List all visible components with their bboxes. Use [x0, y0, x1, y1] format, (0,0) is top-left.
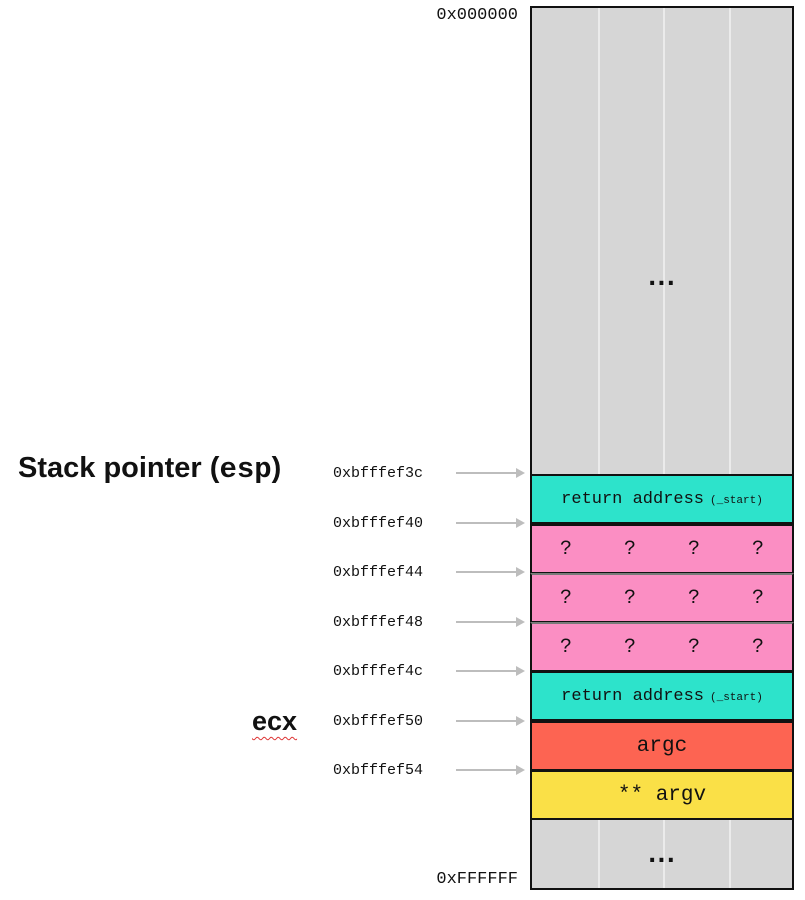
unused-region-ellipsis: ... [647, 843, 677, 868]
pointer-arrow [456, 666, 525, 676]
pointer-arrow [456, 716, 525, 726]
esp-label: Stack pointer (esp) [18, 452, 281, 486]
pointer-arrow [456, 468, 525, 478]
pointer-arrow [456, 567, 525, 577]
unknown-byte: ? [687, 537, 700, 561]
stack-cell-argv: ** argv [530, 770, 794, 820]
esp-label-suffix: ) [271, 452, 282, 484]
unknown-byte: ? [623, 586, 636, 610]
stack-memory: ... return address (_start) ? ? ? ? ? ? ?… [530, 6, 794, 890]
ecx-label: ecx [252, 706, 298, 736]
stack-cell-argc: argc [530, 721, 794, 771]
unknown-byte: ? [751, 537, 764, 561]
esp-label-prefix: Stack pointer ( [18, 452, 220, 484]
unknown-byte: ? [687, 635, 700, 659]
esp-register-name: esp [219, 453, 272, 486]
address-label: 0xbfffef48 [333, 614, 424, 631]
unknown-byte: ? [559, 586, 572, 610]
stack-cell-unknown: ? ? ? ? [530, 524, 794, 574]
unknown-byte: ? [687, 586, 700, 610]
pointer-arrow [456, 617, 525, 627]
unknown-byte: ? [559, 537, 572, 561]
cell-label: return address [561, 686, 704, 706]
cell-label: ** argv [617, 783, 707, 807]
unknown-byte: ? [623, 537, 636, 561]
column-divider [598, 8, 600, 888]
bottom-address: 0xFFFFFF [436, 870, 518, 889]
cell-sublabel: (_start) [710, 495, 763, 507]
address-label: 0xbfffef4c [333, 663, 424, 680]
cell-sublabel: (_start) [710, 692, 763, 704]
address-label: 0xbfffef40 [333, 515, 424, 532]
unknown-byte: ? [559, 635, 572, 659]
column-divider [663, 8, 665, 888]
address-label: 0xbfffef50 [333, 713, 424, 730]
unknown-byte: ? [751, 635, 764, 659]
cell-label: argc [636, 734, 688, 758]
address-label: 0xbfffef54 [333, 762, 424, 779]
cell-label: return address [561, 489, 704, 509]
pointer-arrow [456, 765, 525, 775]
column-divider [729, 8, 731, 888]
top-address: 0x000000 [436, 6, 518, 25]
stack-cell-unknown: ? ? ? ? [530, 573, 794, 623]
unused-region-ellipsis: ... [647, 266, 677, 291]
address-label: 0xbfffef44 [333, 564, 424, 581]
unknown-byte: ? [623, 635, 636, 659]
stack-cell-unknown: ? ? ? ? [530, 622, 794, 672]
stack-cell-return-address: return address (_start) [530, 474, 794, 524]
stack-cell-return-address: return address (_start) [530, 671, 794, 721]
pointer-arrow [456, 518, 525, 528]
address-label: 0xbfffef3c [333, 465, 424, 482]
unknown-byte: ? [751, 586, 764, 610]
